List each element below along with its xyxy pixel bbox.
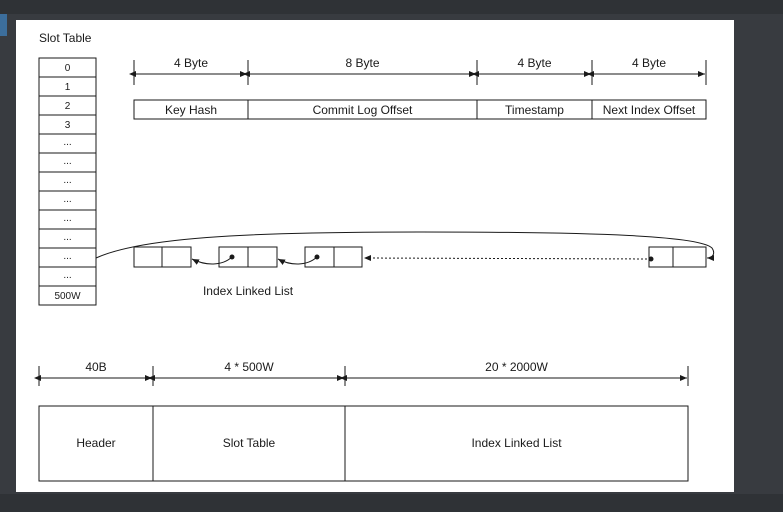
section-slot-table: Slot Table <box>223 436 276 450</box>
slot-cell: ... <box>63 137 71 148</box>
pointer-arrow <box>277 256 318 265</box>
section-header: Header <box>76 436 115 450</box>
slot-cell: ... <box>63 175 71 186</box>
slot-cell: ... <box>63 232 71 243</box>
key-hash-size-label: 4 Byte <box>174 56 208 70</box>
entry-size-dimensions: 4 Byte 8 Byte 4 Byte 4 Byte <box>129 56 707 85</box>
slot-table: 0 1 2 3 ... ... ... ... ... ... ... ... … <box>38 57 97 306</box>
timestamp-size-label: 4 Byte <box>517 56 551 70</box>
field-next-index-offset: Next Index Offset <box>603 103 696 117</box>
slot-cell: ... <box>63 194 71 205</box>
field-commit-log-offset: Commit Log Offset <box>313 103 413 117</box>
file-layout-dimensions: 40B 4 * 500W 20 * 2000W <box>34 360 689 386</box>
header-size-label: 40B <box>85 360 106 374</box>
slot-cell: 0 <box>65 63 71 74</box>
slot-to-node-arc <box>95 231 715 261</box>
dashed-pointer-arrow <box>363 255 652 262</box>
slot-cell: 500W <box>54 291 81 302</box>
slot-cell: ... <box>63 270 71 281</box>
window-bottom-bar <box>0 494 783 512</box>
commit-log-offset-size-label: 8 Byte <box>345 56 379 70</box>
index-linked-list: Index Linked List <box>95 231 715 298</box>
next-index-offset-size-label: 4 Byte <box>632 56 666 70</box>
linked-list-size-label: 20 * 2000W <box>485 360 548 374</box>
file-layout: Header Slot Table Index Linked List <box>38 405 689 482</box>
entry-fields: Key Hash Commit Log Offset Timestamp Nex… <box>133 99 707 120</box>
slot-cell: ... <box>63 156 71 167</box>
pointer-arrow <box>191 256 233 265</box>
slot-cell: ... <box>63 213 71 224</box>
section-index-linked-list: Index Linked List <box>471 436 562 450</box>
slot-cell: 3 <box>65 120 71 131</box>
linked-list-label: Index Linked List <box>203 284 294 298</box>
slot-table-size-label: 4 * 500W <box>224 360 274 374</box>
window-left-accent <box>0 14 7 36</box>
slot-cell: 1 <box>65 82 71 93</box>
slot-table-title: Slot Table <box>39 31 92 45</box>
diagram-panel <box>16 20 734 492</box>
field-timestamp: Timestamp <box>505 103 564 117</box>
slot-table-border <box>38 57 97 306</box>
slot-cell: 2 <box>65 101 71 112</box>
list-node <box>648 246 707 268</box>
slot-cell: ... <box>63 251 71 262</box>
field-key-hash: Key Hash <box>165 103 217 117</box>
window-top-bar <box>0 0 783 14</box>
